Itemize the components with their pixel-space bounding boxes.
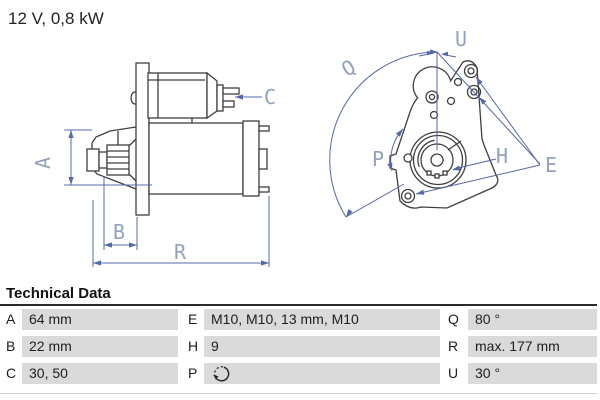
dim-label-e: E xyxy=(545,153,557,177)
dimension-e xyxy=(415,76,541,195)
dim-label-q: Q xyxy=(337,55,359,82)
table-value-p xyxy=(204,363,440,384)
table-key-p: P xyxy=(188,365,198,381)
table-value-b: 22 mm xyxy=(22,336,178,357)
table-value-e: M10, M10, 13 mm, M10 xyxy=(204,309,440,330)
table-value-u: 30 ° xyxy=(468,363,597,384)
dim-label-p: P xyxy=(372,147,384,171)
table-key-q: Q xyxy=(448,311,459,327)
table-bottom-divider xyxy=(0,393,597,394)
table-value-r: max. 177 mm xyxy=(468,336,597,357)
table-key-b: B xyxy=(6,338,16,354)
table-value-q: 80 ° xyxy=(468,309,597,330)
dim-label-a: A xyxy=(31,157,55,169)
table-key-r: R xyxy=(448,338,459,354)
dimension-q xyxy=(329,49,439,218)
left-drawing: A B C R xyxy=(31,62,276,267)
dimension-u xyxy=(418,50,541,165)
dimension-r xyxy=(92,196,270,267)
rotation-direction-arrow xyxy=(387,128,404,172)
table-value-c: 30, 50 xyxy=(22,363,178,384)
table-key-a: A xyxy=(6,311,16,327)
dim-label-c: C xyxy=(264,85,276,109)
dim-label-h: H xyxy=(496,144,508,168)
rotation-direction-icon xyxy=(213,365,230,382)
table-heading: Technical Data xyxy=(6,285,111,302)
table-key-c: C xyxy=(6,365,17,381)
table-value-h: 9 xyxy=(204,336,440,357)
dimension-b xyxy=(103,176,138,250)
table-key-h: H xyxy=(188,338,199,354)
technical-drawing: A B C R xyxy=(31,27,557,267)
table-key-u: U xyxy=(448,365,459,381)
table-key-e: E xyxy=(188,311,198,327)
dimension-h xyxy=(452,158,497,171)
page-title: 12 V, 0,8 kW xyxy=(8,9,104,28)
heading-divider xyxy=(0,304,597,306)
dimension-c xyxy=(235,94,262,100)
table-value-a: 64 mm xyxy=(22,309,178,330)
dim-label-u: U xyxy=(455,27,467,51)
dim-label-r: R xyxy=(174,240,187,264)
dimension-a xyxy=(64,129,152,186)
dim-label-b: B xyxy=(113,220,125,244)
right-drawing: Q U P H E xyxy=(329,27,557,218)
